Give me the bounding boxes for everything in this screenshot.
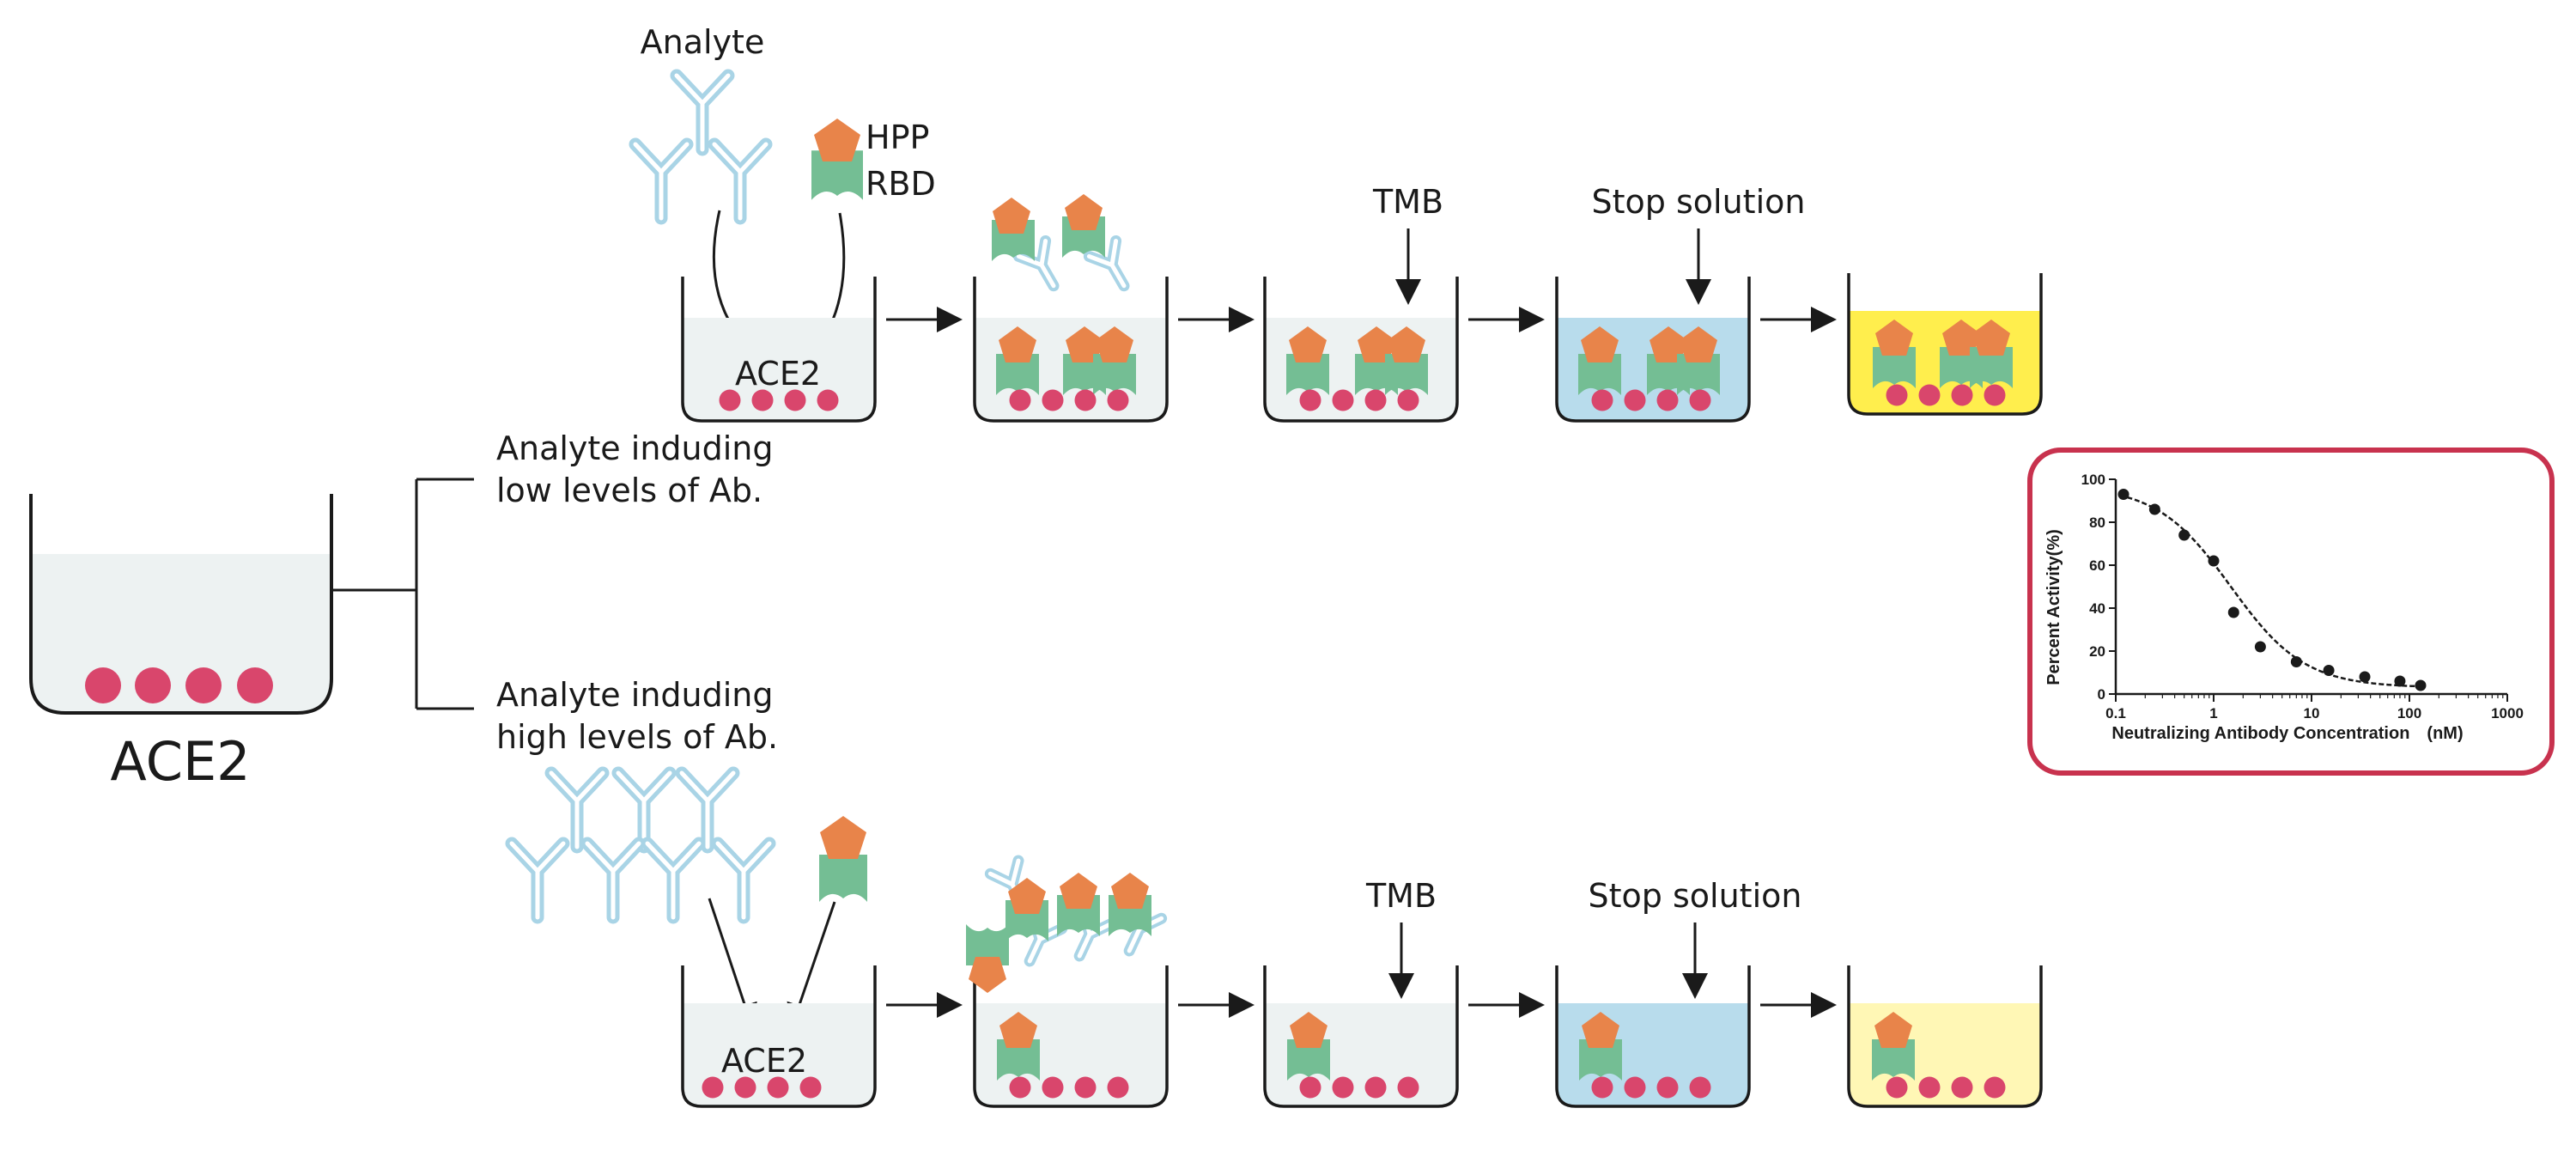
data-point [2323,665,2335,676]
x-tick-label: 1 [2209,705,2217,722]
y-tick-label: 60 [2089,557,2105,574]
x-tick-label: 1000 [2491,705,2524,722]
data-point [2148,503,2160,515]
top-well-3 [1263,277,1459,423]
y-tick-label: 40 [2089,600,2105,617]
data-point [2290,656,2302,667]
data-point [2227,606,2239,618]
analyte-antibodies-top [635,76,766,218]
top-well-4 [1555,277,1751,423]
bottom-well-1: ACE2 [681,965,877,1108]
x-tick-label: 0.1 [2105,705,2126,722]
tmb-bottom-label: TMB [1365,877,1437,915]
stop-bottom-label: Stop solution [1589,877,1802,915]
data-point [2359,671,2371,683]
hpp-rbd-bottom [819,816,867,902]
svg-text:Analyte induding: Analyte induding [496,676,774,714]
y-tick-label: 20 [2089,643,2105,660]
top-well-5 [1847,273,2043,416]
bottom-well-4 [1555,965,1751,1108]
x-tick-label: 100 [2397,705,2421,722]
svg-text:low levels of Ab.: low levels of Ab. [496,472,762,509]
main-ace2-well: ACE2 [29,494,333,793]
data-point [2254,641,2266,653]
analyte-label: Analyte [641,23,765,61]
y-tick-label: 0 [2098,686,2105,703]
y-tick-label: 80 [2089,515,2105,531]
analyte-antibodies-bottom [512,773,769,917]
bottom-well-2 [966,861,1169,1108]
ace2-dots [85,667,273,703]
hpp-rbd-legend [811,119,864,200]
top-well-1: ACE2 [681,277,877,423]
rbd-label: RBD [866,165,936,203]
branch-lines [331,478,474,710]
y-tick-label: 100 [2081,472,2105,488]
chart-frame [2027,448,2555,776]
neutralization-chart: 0 20 40 60 80 100 0.1 1 10 100 1000 Neutralizing A… [2027,448,2555,776]
bottom-well-5 [1847,965,2043,1108]
bottom-well-ace2-label: ACE2 [721,1042,807,1080]
top-well-ace2-label: ACE2 [735,355,821,393]
top-well-2 [973,194,1169,423]
y-axis-label: Percent Activity(%) [2044,529,2063,685]
data-point [2208,555,2220,567]
main-ace2-label: ACE2 [110,730,250,793]
top-row: Analyte HPP RBD ACE2 [635,23,2043,423]
tmb-top-label: TMB [1372,183,1443,221]
x-tick-label: 10 [2304,705,2320,722]
svg-text:Analyte induding: Analyte induding [496,429,774,467]
data-point [2415,679,2427,691]
fit-curve [2119,494,2424,688]
data-point [2117,489,2129,500]
data-point [2394,675,2406,687]
bottom-row: ACE2 TMB [512,773,2043,1108]
chart-ticks: 0 20 40 60 80 100 0.1 1 10 100 1000 [2081,472,2524,722]
bottom-well-3 [1263,965,1459,1108]
branch-label-low: Analyte induding low levels of Ab. [496,429,774,509]
data-points [2117,489,2427,691]
data-point [2178,529,2190,541]
hpp-label: HPP [866,119,929,156]
svg-text:high levels of Ab.: high levels of Ab. [496,718,778,756]
branch-label-high: Analyte induding high levels of Ab. [496,676,778,756]
x-axis-label: Neutralizing Antibody Concentration (nM) [2111,724,2463,743]
stop-top-label: Stop solution [1592,183,1806,221]
